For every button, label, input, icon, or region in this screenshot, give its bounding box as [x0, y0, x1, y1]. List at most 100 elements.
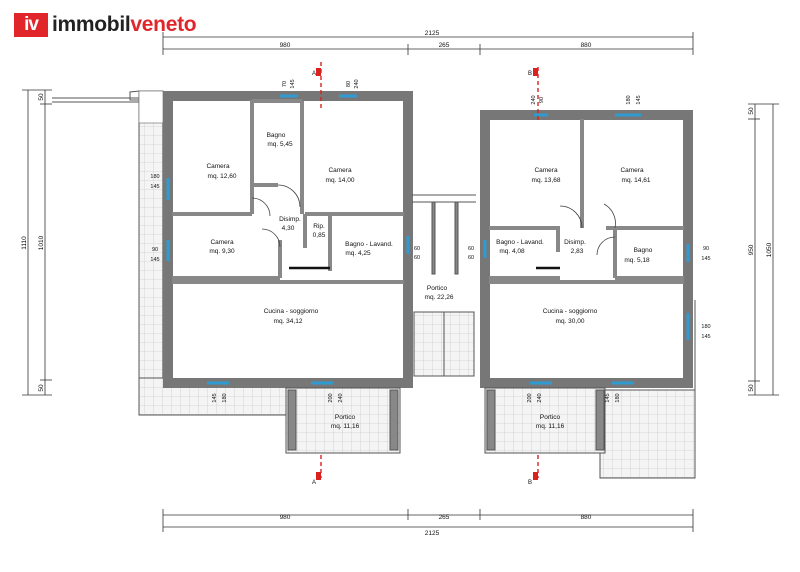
dim-window-h3: 90	[539, 97, 545, 103]
room-name-disimp-1: Disimp.	[279, 216, 301, 223]
unit-left-partitions	[172, 99, 404, 284]
dim-window-p3a: 200	[527, 393, 533, 402]
dim-right-inner: 950	[748, 244, 755, 255]
room-name-camera-4: Camera	[534, 167, 558, 174]
dim-left-bot: 50	[38, 384, 45, 392]
section-label-a-bottom: A	[312, 480, 316, 486]
dim-left-total: 1110	[21, 236, 28, 250]
unit-right-doors	[536, 203, 616, 270]
room-name-disimp-2: Disimp.	[564, 239, 586, 246]
dim-mid-b2: 60	[468, 255, 474, 261]
logo-mark: iv	[14, 13, 48, 37]
room-area-camera-4: mq. 13,68	[532, 177, 561, 184]
central-portico	[412, 194, 476, 377]
dim-bot-left: 980	[280, 514, 291, 521]
dim-window-r1a: 90	[703, 246, 709, 252]
dim-window-h2: 240	[354, 79, 360, 88]
room-area-portico-1: mq. 11,16	[331, 423, 360, 430]
unit-left-windows	[166, 94, 410, 385]
room-name-cucina-2: Cucina - soggiorno	[543, 308, 598, 315]
room-name-bagno-1: Bagno	[267, 132, 286, 139]
logo-text: immobilveneto	[52, 13, 197, 37]
dim-window-p1a: 145	[212, 393, 218, 402]
room-name-camera-5: Camera	[620, 167, 644, 174]
dim-window-l1b: 145	[150, 184, 159, 190]
room-area-camera-2: mq. 14,00	[326, 177, 355, 184]
dim-bot-mid: 265	[439, 514, 450, 521]
section-mark-b-top	[533, 68, 538, 76]
room-area-rip: 0,85	[313, 232, 326, 239]
portico-left	[285, 387, 401, 454]
dim-top-left: 980	[280, 42, 291, 49]
section-label-b-top: B	[528, 71, 532, 77]
section-mark-a-bottom	[316, 472, 321, 480]
dim-window-w2: 80	[346, 81, 352, 87]
room-area-camera-5: mq. 14,61	[622, 177, 651, 184]
dim-right-bot: 50	[748, 384, 755, 392]
room-area-bagno-lavand-2: mq. 4,08	[499, 248, 525, 255]
unit-left-walls	[163, 91, 413, 388]
unit-left-doors	[251, 184, 330, 270]
room-area-camera-3: mq. 9,30	[209, 248, 235, 255]
room-area-disimp-2: 2,83	[571, 248, 584, 255]
portico-right	[484, 387, 606, 454]
dim-window-h1: 145	[290, 79, 296, 88]
room-area-bagno-1: mq. 5,45	[267, 141, 293, 148]
room-area-portico-2: mq. 11,16	[536, 423, 565, 430]
dim-mid-a1: 60	[414, 246, 420, 252]
logo-text-part1: immobil	[52, 13, 131, 36]
dim-window-r1b: 145	[701, 256, 710, 262]
room-area-cucina-1: mq. 34,12	[274, 318, 303, 325]
room-area-disimp-1: 4,30	[282, 225, 295, 232]
dim-right-total: 1050	[766, 242, 773, 257]
dim-left-top: 50	[38, 93, 45, 101]
section-label-a-top: A	[312, 71, 316, 77]
dim-window-l2a: 90	[152, 247, 158, 253]
dim-window-h4: 145	[636, 95, 642, 104]
section-label-b-bottom: B	[528, 480, 532, 486]
room-name-camera-3: Camera	[210, 239, 234, 246]
dim-top-right: 880	[581, 42, 592, 49]
room-name-camera-2: Camera	[328, 167, 352, 174]
room-area-camera-1: mq. 12,60	[208, 173, 237, 180]
room-name-camera-1: Camera	[206, 163, 230, 170]
room-name-bagno-2: Bagno	[634, 247, 653, 254]
room-area-bagno-lavand-1: mq. 4,25	[345, 250, 371, 257]
dim-window-p1b: 180	[222, 393, 228, 402]
dim-window-w3: 240	[531, 95, 537, 104]
dim-window-p3b: 240	[537, 393, 543, 402]
room-area-portico-central: mq. 22,26	[425, 294, 454, 301]
logo-text-part2: veneto	[130, 13, 197, 36]
dim-bot-right: 880	[581, 514, 592, 521]
room-name-portico-2: Portico	[540, 414, 561, 421]
dim-window-w1: 70	[282, 81, 288, 87]
dim-window-p2a: 200	[328, 393, 334, 402]
dim-window-r2a: 180	[701, 324, 710, 330]
room-area-cucina-2: mq. 30,00	[556, 318, 585, 325]
dim-window-p4b: 180	[615, 393, 621, 402]
dim-window-p2b: 240	[338, 393, 344, 402]
dim-total-top: 2125	[425, 30, 440, 37]
dim-mid-a2: 60	[414, 255, 420, 261]
room-area-bagno-2: mq. 5,18	[624, 257, 650, 264]
unit-right-windows	[483, 113, 690, 385]
section-mark-b-bottom	[533, 472, 538, 480]
room-name-bagno-lavand-1: Bagno - Lavand.	[345, 241, 393, 248]
unit-right-partitions	[489, 119, 684, 284]
dim-window-l2b: 145	[150, 257, 159, 263]
dim-total-bottom: 2125	[425, 530, 440, 537]
room-name-cucina-1: Cucina - soggiorno	[264, 308, 319, 315]
dim-window-r2b: 145	[701, 334, 710, 340]
stair-left	[138, 90, 164, 124]
dimension-lines	[22, 32, 779, 532]
dim-right-top: 50	[748, 107, 755, 115]
dim-window-p4a: 145	[605, 393, 611, 402]
dim-top-mid: 265	[439, 42, 450, 49]
dim-left-inner: 1010	[38, 235, 45, 250]
room-name-portico-1: Portico	[335, 414, 356, 421]
dim-window-l1a: 180	[150, 174, 159, 180]
room-name-rip: Rip.	[313, 223, 325, 230]
room-name-portico-central: Portico	[427, 285, 448, 292]
dim-mid-b1: 60	[468, 246, 474, 252]
